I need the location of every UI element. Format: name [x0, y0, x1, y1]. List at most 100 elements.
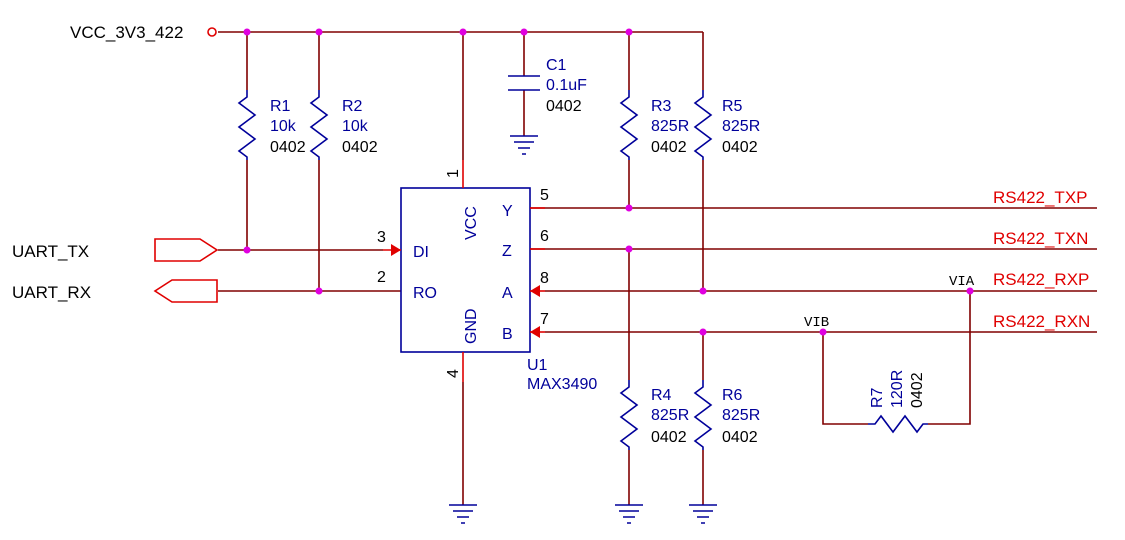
- net-label-rs422-txp: RS422_TXP: [993, 188, 1088, 207]
- net-label-rs422-txn: RS422_TXN: [993, 229, 1088, 248]
- resistor-r7[interactable]: R7 120R 0402: [868, 370, 928, 434]
- r7-package: 0402: [909, 372, 926, 408]
- junction-dot: [243, 28, 251, 36]
- ground-icon: [449, 504, 477, 524]
- junction-dot: [459, 28, 467, 36]
- junction-dot: [625, 204, 633, 212]
- c1-package: 0402: [546, 98, 582, 115]
- net-label-rs422-rxp: RS422_RXP: [993, 270, 1089, 289]
- pin-input-arrow-icon: [530, 326, 540, 338]
- resistor-icon: [237, 90, 257, 160]
- junction-dot: [315, 287, 323, 295]
- pin-number-gnd: 4: [445, 369, 462, 378]
- ground-icon: [510, 135, 538, 155]
- r2-value: 10k: [342, 118, 369, 135]
- pin-name-gnd: GND: [463, 308, 480, 344]
- r3-value: 825R: [651, 118, 689, 135]
- r4-value: 825R: [651, 407, 689, 424]
- u1-ref: U1: [527, 357, 548, 374]
- r2-package: 0402: [342, 139, 378, 156]
- junction-dot: [243, 246, 251, 254]
- resistor-icon: [619, 90, 639, 160]
- pin-name-di: DI: [413, 244, 429, 261]
- resistor-r4[interactable]: R4 825R 0402: [619, 380, 689, 450]
- u1-max3490[interactable]: DI RO Y Z A B VCC GND 3 2 5 6 8 7 1 4 U1…: [377, 160, 597, 393]
- r6-package: 0402: [722, 429, 758, 446]
- junction-dot: [520, 28, 528, 36]
- pin-number-b: 7: [540, 311, 549, 328]
- r1-value: 10k: [270, 118, 297, 135]
- pin-number-vcc: 1: [445, 169, 462, 178]
- r1-package: 0402: [270, 139, 306, 156]
- r5-ref: R5: [722, 98, 743, 115]
- resistor-r3[interactable]: R3 825R 0402: [619, 90, 689, 160]
- vcc-power-port[interactable]: VCC_3V3_422: [70, 23, 217, 42]
- uart-tx-port[interactable]: UART_TX: [12, 238, 219, 262]
- junction-dot: [625, 28, 633, 36]
- capacitor-icon: [508, 75, 540, 91]
- pin-name-z: Z: [502, 243, 512, 260]
- uart-tx-label: UART_TX: [12, 242, 89, 261]
- pin-number-y: 5: [540, 187, 549, 204]
- junctions: [243, 28, 974, 336]
- u1-part: MAX3490: [527, 376, 597, 393]
- net-label-vib: VIB: [804, 315, 829, 331]
- input-port-arrow-icon: [154, 238, 219, 262]
- r1-ref: R1: [270, 98, 291, 115]
- uart-rx-port[interactable]: UART_RX: [12, 279, 218, 303]
- capacitor-c1[interactable]: C1 0.1uF 0402: [508, 57, 587, 115]
- ground-icon: [615, 504, 643, 524]
- junction-dot: [625, 245, 633, 253]
- resistor-icon: [309, 90, 329, 160]
- r3-package: 0402: [651, 139, 687, 156]
- junction-dot: [699, 287, 707, 295]
- junction-dot: [315, 28, 323, 36]
- vcc-net-label: VCC_3V3_422: [70, 23, 183, 42]
- net-label-rs422-rxn: RS422_RXN: [993, 312, 1090, 331]
- resistor-icon: [693, 380, 713, 450]
- resistor-r5[interactable]: R5 825R 0402: [693, 90, 760, 160]
- pin-name-y: Y: [502, 203, 513, 220]
- pin-number-ro: 2: [377, 269, 386, 286]
- power-port-circle-icon: [207, 27, 217, 37]
- net-label-via: VIA: [949, 274, 975, 290]
- pin-name-a: A: [502, 285, 513, 302]
- ground-symbol-u1: [449, 504, 477, 524]
- resistor-icon: [619, 380, 639, 450]
- u1-body: [400, 187, 531, 353]
- uart-rx-label: UART_RX: [12, 283, 91, 302]
- r6-value: 825R: [722, 407, 760, 424]
- resistor-r2[interactable]: R2 10k 0402: [309, 90, 378, 160]
- ground-icon: [689, 504, 717, 524]
- pin-number-di: 3: [377, 229, 386, 246]
- r7-value: 120R: [889, 370, 906, 408]
- junction-dot: [819, 328, 827, 336]
- pin-name-ro: RO: [413, 285, 437, 302]
- junction-dot: [966, 287, 974, 295]
- r6-ref: R6: [722, 387, 743, 404]
- pin-input-arrow-icon: [391, 244, 401, 256]
- r7-ref: R7: [869, 387, 886, 408]
- ground-symbol-r4: [615, 504, 643, 524]
- pin-number-a: 8: [540, 270, 549, 287]
- pin-number-z: 6: [540, 228, 549, 245]
- c1-ref: C1: [546, 57, 567, 74]
- pin-input-arrow-icon: [530, 285, 540, 297]
- r3-ref: R3: [651, 98, 672, 115]
- resistor-icon: [693, 90, 713, 160]
- resistor-r1[interactable]: R1 10k 0402: [237, 90, 306, 160]
- junction-dot: [699, 328, 707, 336]
- output-port-arrow-icon: [153, 279, 218, 303]
- r4-ref: R4: [651, 387, 672, 404]
- pin-name-b: B: [502, 326, 513, 343]
- resistor-r6[interactable]: R6 825R 0402: [693, 380, 760, 450]
- ground-symbol-r6: [689, 504, 717, 524]
- r2-ref: R2: [342, 98, 363, 115]
- pin-name-vcc: VCC: [463, 206, 480, 240]
- ground-symbol-c1: [510, 135, 538, 155]
- r5-value: 825R: [722, 118, 760, 135]
- r4-package: 0402: [651, 429, 687, 446]
- resistor-icon: [868, 414, 928, 434]
- c1-value: 0.1uF: [546, 77, 587, 94]
